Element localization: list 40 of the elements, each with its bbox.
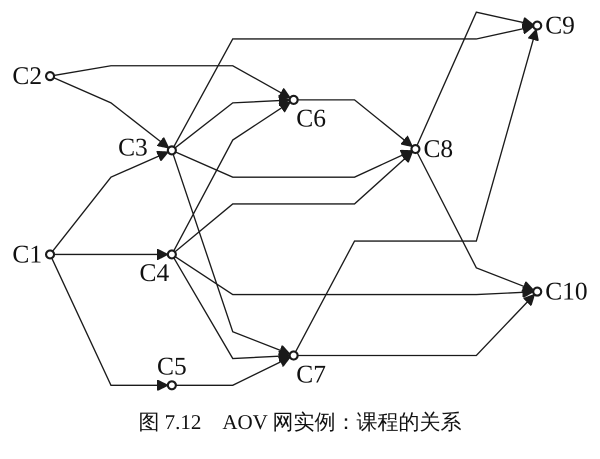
node-circle	[532, 286, 542, 297]
node-circle	[44, 71, 56, 82]
arrow	[298, 294, 535, 356]
node-label: C8	[423, 135, 454, 164]
arrow	[416, 11, 534, 146]
arrow	[173, 102, 291, 252]
arrow	[294, 28, 539, 352]
arrow	[298, 99, 413, 148]
arrow	[176, 356, 291, 386]
arrow	[174, 94, 290, 148]
arrow	[53, 77, 170, 148]
node-circle	[166, 249, 177, 260]
node-label: C7	[296, 360, 326, 388]
node-label: C5	[157, 352, 187, 381]
figure-caption: 图 7.12 AOV 网实例：课程的关系	[137, 409, 463, 436]
arrow	[173, 258, 290, 362]
node-circle	[44, 249, 56, 260]
node-label: C2	[12, 62, 42, 90]
arrow	[175, 150, 412, 178]
node-circle	[166, 380, 177, 390]
arrow	[54, 65, 291, 98]
node-circle	[532, 20, 542, 31]
arrow	[416, 152, 534, 292]
node-label: C6	[296, 104, 326, 133]
node-label: C4	[140, 259, 170, 288]
node-label: C3	[118, 134, 148, 162]
node-circle	[410, 144, 421, 154]
arrow	[172, 154, 290, 356]
node-circle	[288, 94, 299, 105]
node-label: C10	[545, 278, 588, 306]
node-label: C1	[12, 240, 42, 268]
arrow	[174, 151, 413, 252]
arrow	[51, 258, 168, 392]
arrow	[174, 256, 534, 298]
arrow	[52, 150, 169, 252]
arrow	[54, 248, 168, 260]
node-circle	[166, 145, 177, 156]
node-label: C9	[545, 12, 575, 40]
node-circle	[288, 350, 299, 361]
arrow	[173, 22, 534, 148]
